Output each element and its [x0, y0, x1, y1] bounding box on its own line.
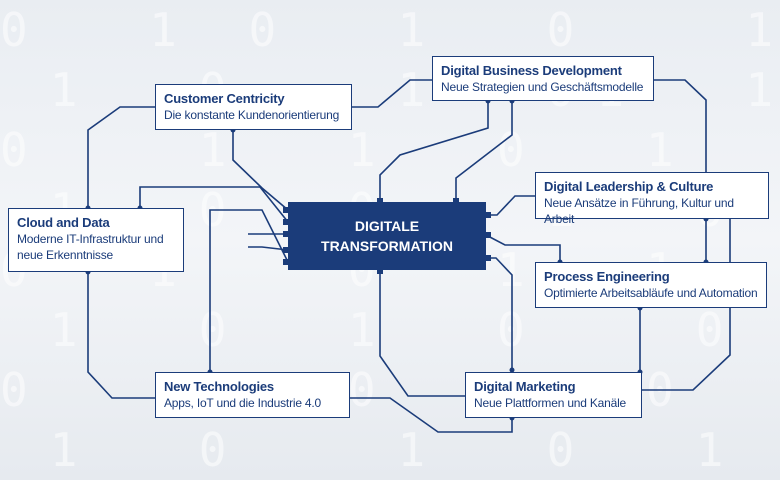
node-subtitle: Die konstante Kundenorientierung — [164, 108, 340, 122]
center-title-line2: TRANSFORMATION — [321, 238, 453, 254]
node-cloud-and-data: Cloud and Data Moderne IT-Infrastruktur … — [8, 208, 184, 272]
node-subtitle: Neue Plattformen und Kanäle — [474, 396, 627, 410]
node-digital-leadership-culture: Digital Leadership & Culture Neue Ansätz… — [535, 172, 769, 226]
node-subtitle: Neue Ansätze in Führung, Kultur und Arbe… — [544, 196, 734, 226]
center-title-line1: DIGITALE — [354, 218, 420, 234]
node-title: Cloud and Data — [17, 215, 110, 230]
node-subtitle: Neue Strategien und Geschäftsmodelle — [441, 80, 644, 94]
node-title: Customer Centricity — [164, 91, 285, 106]
digitale-transformation-hub: DIGITALE TRANSFORMATION — [288, 202, 486, 270]
node-subtitle-line1: Moderne IT-Infrastruktur und — [17, 232, 164, 246]
node-digital-business-development: Digital Business Development Neue Strate… — [432, 56, 654, 101]
node-new-technologies: New Technologies Apps, IoT und die Indus… — [155, 372, 350, 418]
node-subtitle: Apps, IoT und die Industrie 4.0 — [164, 396, 322, 410]
node-digital-marketing: Digital Marketing Neue Plattformen und K… — [465, 372, 642, 418]
node-subtitle-line2: neue Erkenntnisse — [17, 248, 113, 262]
node-title: New Technologies — [164, 379, 274, 394]
node-customer-centricity: Customer Centricity Die konstante Kunden… — [155, 84, 352, 130]
node-title: Digital Leadership & Culture — [544, 179, 714, 194]
node-subtitle: Optimierte Arbeitsabläufe und Automation — [544, 286, 758, 300]
node-title: Process Engineering — [544, 269, 670, 284]
node-title: Digital Marketing — [474, 379, 576, 394]
node-title: Digital Business Development — [441, 63, 622, 78]
node-process-engineering: Process Engineering Optimierte Arbeitsab… — [535, 262, 767, 308]
